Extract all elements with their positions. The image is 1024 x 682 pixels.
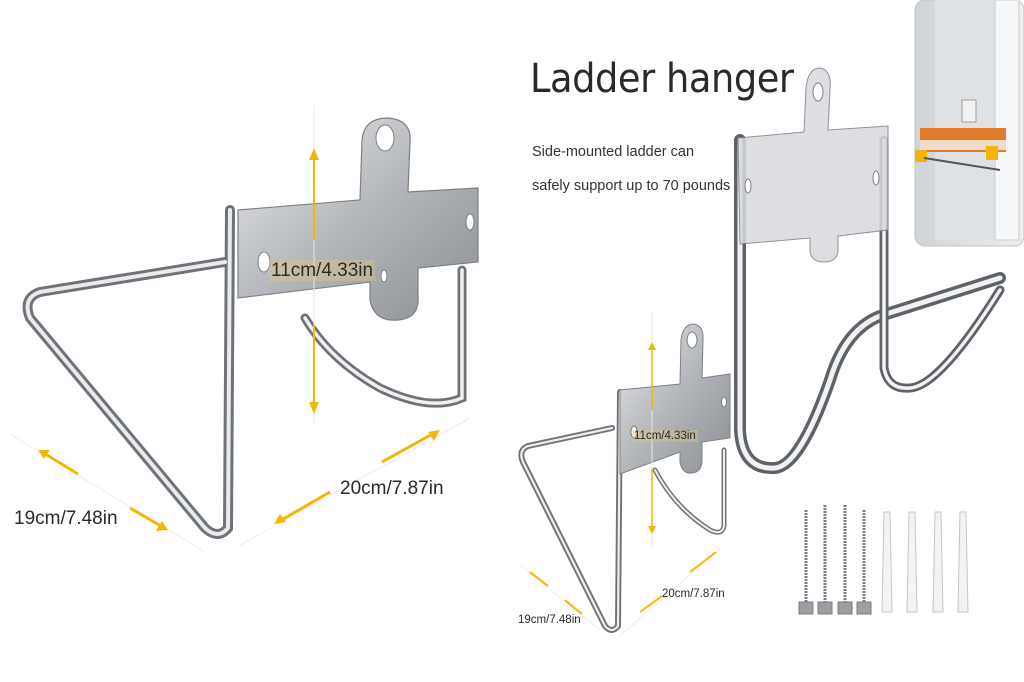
wall-anchor-icon — [881, 511, 969, 613]
height-dimension-small: 11cm/4.33in — [632, 430, 698, 442]
width-dimension-large: 20cm/7.87in — [340, 478, 444, 499]
depth-dimension-large: 19cm/7.48in — [14, 508, 118, 529]
width-dimension-small: 20cm/7.87in — [662, 588, 725, 600]
install-photo — [914, 0, 1024, 247]
description-line-2: safely support up to 70 pounds — [532, 178, 731, 194]
small-hanger — [518, 312, 731, 637]
screw-icon — [798, 505, 872, 615]
description-line-1: Side-mounted ladder can — [532, 144, 695, 160]
height-label-small: 11cm/4.33in — [632, 430, 698, 442]
height-dimension-large: 11cm/4.33in — [269, 260, 376, 282]
hardware-set — [798, 505, 969, 615]
depth-dimension-small: 19cm/7.48in — [518, 614, 581, 626]
page-title: Ladder hanger — [530, 56, 794, 102]
height-label: 11cm/4.33in — [269, 260, 376, 281]
large-hanger — [9, 105, 479, 553]
angled-hanger — [734, 67, 1006, 475]
